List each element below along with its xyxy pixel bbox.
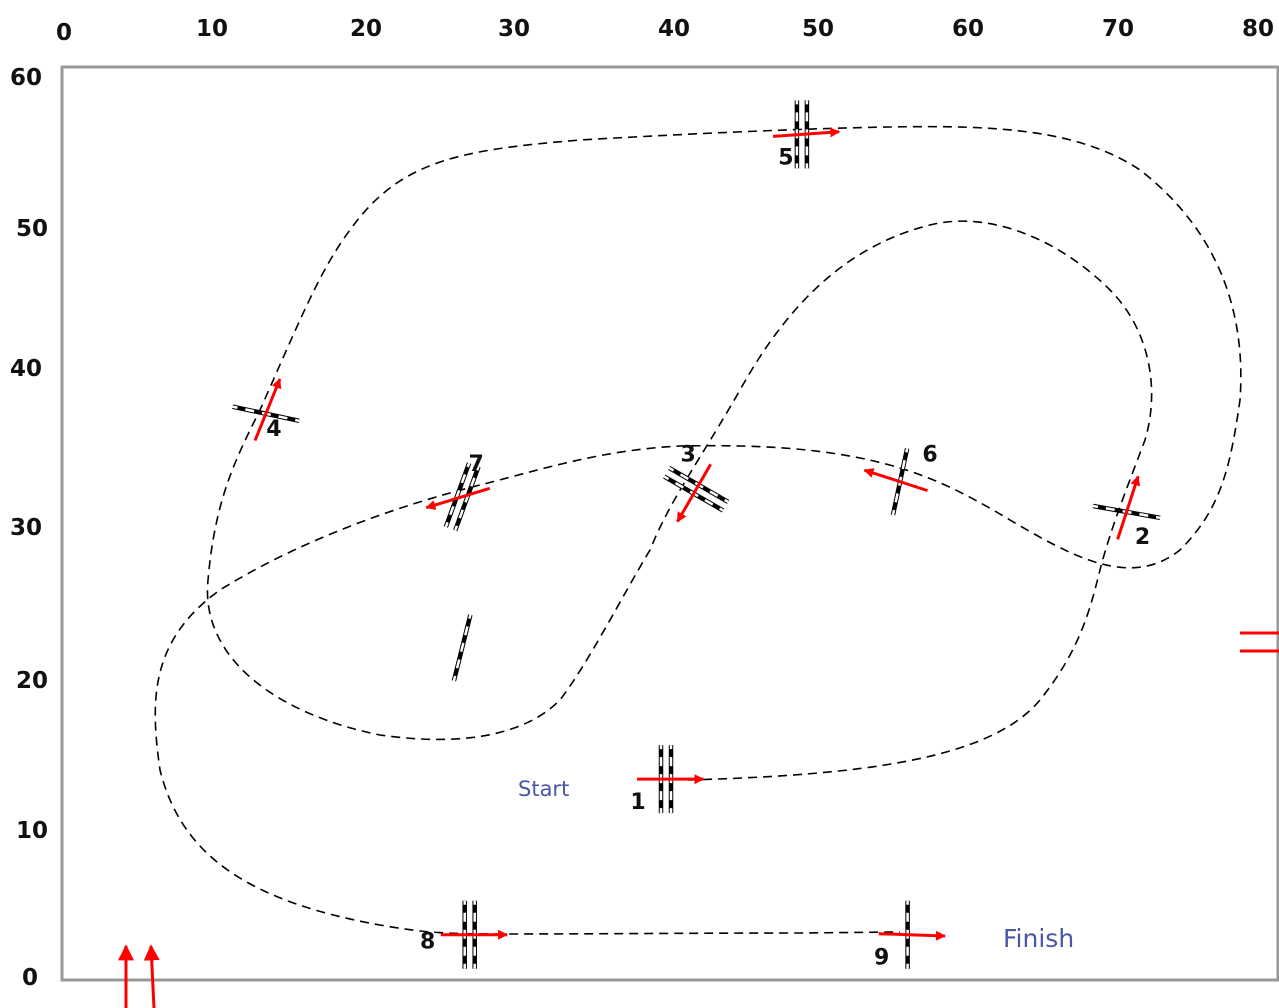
gates-layer: 1 2 3 4 5 6 7 8 9 [232,100,1161,971]
gate-unnumbered-stripe-0 [452,614,472,682]
x-axis-ticks: 0 10 20 30 40 50 60 70 80 [56,16,1274,46]
gate-3-number: 3 [681,442,696,467]
gate-9-arrow [878,930,946,941]
gate-7-stripe-1 [454,466,480,531]
gate-7-stripe-0 [444,462,471,528]
y-tick-10: 10 [16,818,48,844]
y-tick-20: 20 [16,668,48,694]
gate-4-arrow [253,378,282,442]
gate-5-number: 5 [778,145,793,170]
plot-frame [60,65,1279,982]
x-tick-40: 40 [658,16,690,42]
gate-3-arrow [676,463,712,523]
gate-7 [443,462,481,532]
y-tick-40: 40 [10,356,42,382]
y-tick-50: 50 [16,216,48,242]
gate-7-arrow [425,486,491,510]
gate-unnumbered [451,614,473,682]
gate-1-number: 1 [630,790,645,815]
bottom-left-arrows [118,944,160,1008]
gate-9-number: 9 [874,946,889,971]
x-tick-0: 0 [56,20,72,46]
x-tick-10: 10 [196,16,228,42]
x-tick-50: 50 [802,16,834,42]
gate-6-arrow [863,468,928,493]
course-path [154,125,1242,935]
x-tick-60: 60 [952,16,984,42]
y-tick-30: 30 [10,515,42,541]
right-edge-marks [1240,631,1279,653]
y-tick-0: 0 [22,965,38,991]
y-axis-ticks: 60 50 40 30 20 10 0 [10,65,48,991]
start-label: Start [518,777,569,801]
gate-2-arrow [1116,475,1141,540]
gate-8-number: 8 [420,930,435,955]
x-tick-70: 70 [1102,16,1134,42]
gate-6-number: 6 [922,443,937,468]
gate-2-number: 2 [1135,525,1150,550]
gate-4-number: 4 [266,417,281,442]
gate-7-number: 7 [468,452,483,477]
finish-label: Finish [1003,924,1074,953]
x-tick-20: 20 [350,16,382,42]
y-tick-60: 60 [10,65,42,91]
x-tick-30: 30 [498,16,530,42]
gate-5-arrow [772,127,841,138]
x-tick-80: 80 [1242,16,1274,42]
up-arrow-right [143,944,160,1008]
